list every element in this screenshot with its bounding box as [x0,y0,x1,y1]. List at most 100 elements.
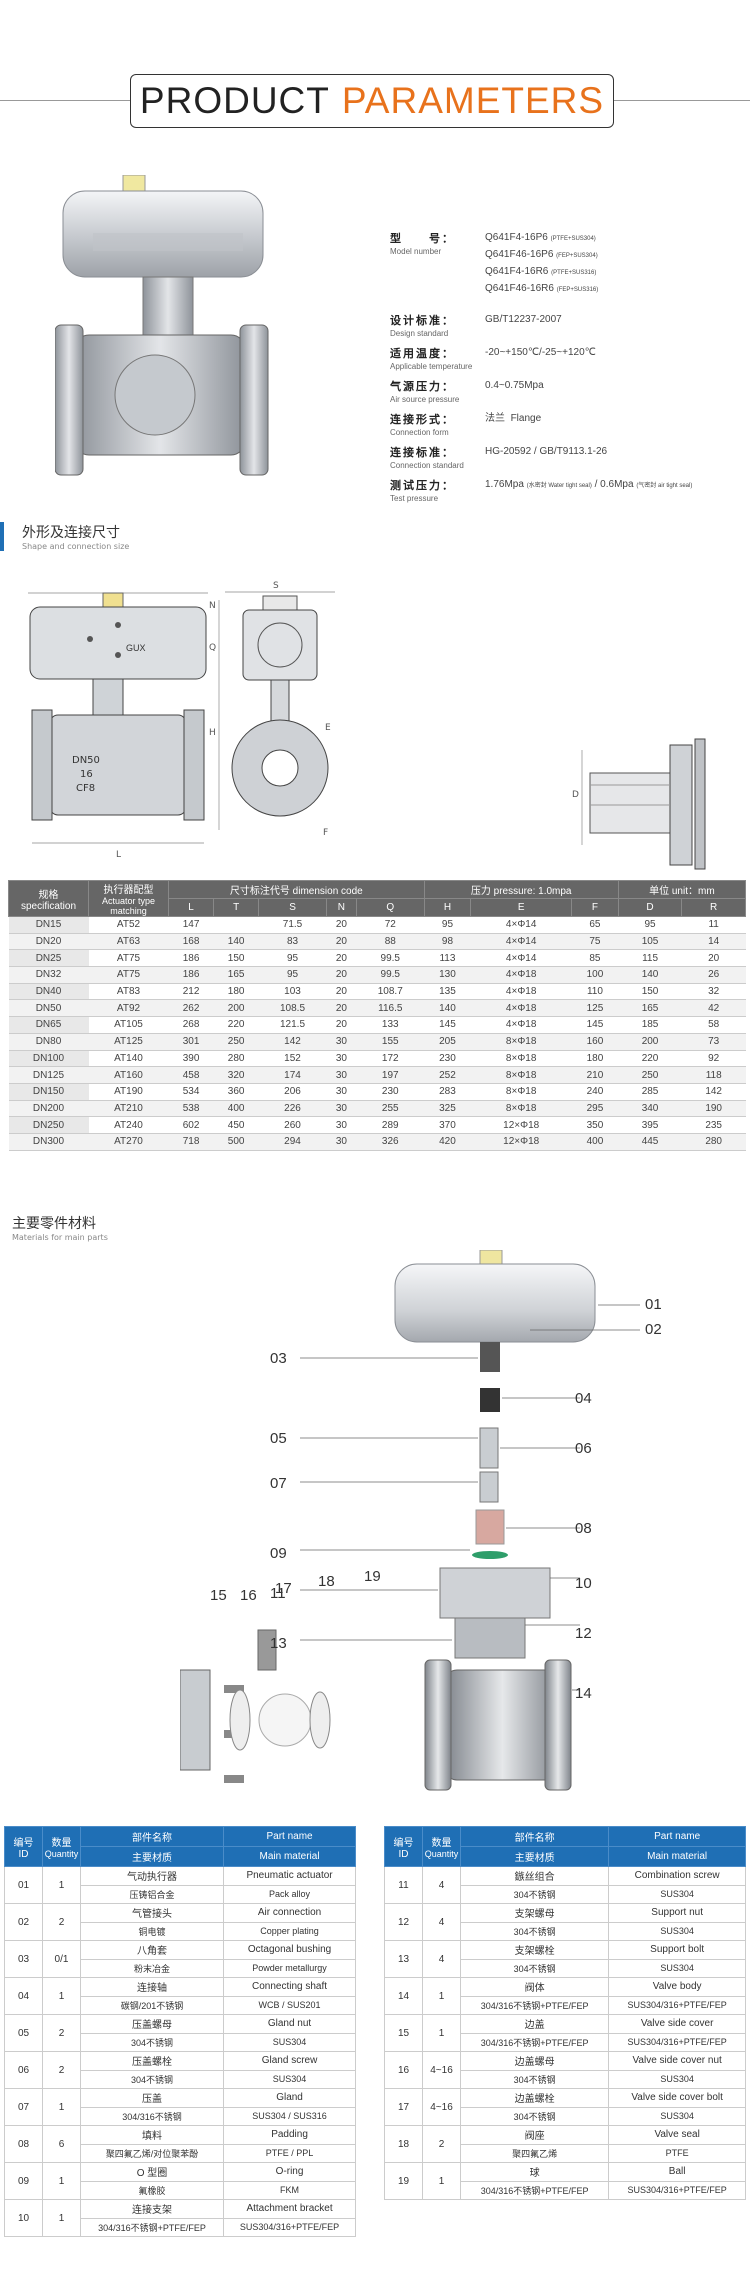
table-cell: 255 [356,1100,425,1118]
unit-header: 单位 unit：mm [617,880,747,899]
model-note-2: (FEP+SUS304) [556,253,598,259]
table-cell: 152 [258,1050,327,1068]
table-cell: 8×Φ18 [470,1100,572,1118]
table-cell: 390 [168,1050,214,1068]
table-cell: 301 [168,1033,214,1051]
part-mat_en: FKM [223,2180,356,2200]
table-cell: 95 [258,949,327,968]
table-cell: AT63 [88,933,169,951]
table-cell: 58 [681,1016,746,1034]
part-name_zh: 八角套 [79,1940,225,1960]
part-number-callout: 02 [645,1321,662,1338]
table-cell: 250 [618,1066,682,1084]
part-number-callout: 06 [575,1440,592,1457]
table-cell: AT75 [88,949,169,968]
col-f: F [571,898,619,917]
part-id: 09 [4,2162,43,2200]
table-cell: AT190 [88,1083,169,1101]
table-cell: 135 [424,983,471,1001]
part-mat_zh: 304不锈钢 [79,2032,225,2052]
param-value: HG-20592 / GB/T9113.1-26 [485,446,608,457]
table-cell: 325 [424,1100,471,1118]
table-cell: 400 [571,1133,619,1151]
table-cell: 206 [258,1083,327,1101]
table-cell: 140 [618,966,682,984]
table-cell: 4×Φ14 [470,933,572,951]
table-cell: 320 [213,1066,259,1084]
table-cell: 115 [618,949,682,968]
table-cell: AT105 [88,1016,169,1034]
part-mat_zh: 304不锈钢 [459,1884,610,1904]
table-cell: 20 [326,966,357,984]
section-parts-heading: 主要零件材料 Materials for main parts [12,1213,108,1242]
table-cell: 88 [356,933,425,951]
table-cell: 4×Φ18 [470,983,572,1001]
part-id: 19 [384,2162,423,2200]
dim-label-d: D [572,790,579,800]
part-qty: 1 [422,2162,461,2200]
section-parts-title: 主要零件材料 [12,1216,96,1232]
part-mat_en: PTFE / PPL [223,2143,356,2163]
part-id: 04 [4,1977,43,2015]
parts-mat-en-header: Main material [608,1846,746,1867]
part-mat_zh: 304/316不锈钢 [79,2106,225,2126]
table-cell: 370 [424,1116,471,1134]
table-cell: 140 [424,999,471,1018]
table-cell: 11 [681,916,746,934]
table-cell: 226 [258,1100,327,1118]
part-mat_zh: 铜电镀 [79,1921,225,1941]
table-cell: 268 [168,1016,214,1034]
table-cell: 260 [258,1116,327,1134]
part-mat_en: SUS304 [608,1958,746,1978]
front-view-drawing: GUX DN50 16 CF8 L [28,592,208,860]
test-pressure-water: 1.76Mpa [485,479,524,490]
part-name_en: Valve seal [608,2125,746,2145]
part-mat_en: SUS304 [608,2106,746,2126]
part-name_zh: 阀体 [459,1977,610,1997]
table-cell: 534 [168,1083,214,1101]
table-cell: 8×Φ18 [470,1066,572,1084]
bracket-view-drawing: D [572,738,706,870]
col-q: Q [355,898,425,917]
part-number-callout: 07 [270,1475,287,1492]
col-n: N [325,898,357,917]
part-name_zh: O 型圈 [79,2162,225,2182]
parts-name-en-header: Part name [608,1826,746,1847]
col-spec-en: specification [20,900,77,912]
table-cell: 32 [681,983,746,1001]
table-cell: 108.7 [356,983,425,1001]
part-number-callout: 15 [210,1587,227,1604]
nameplate-text: GUX [126,643,146,653]
table-cell: 186 [168,949,214,968]
part-name_en: Ball [608,2162,746,2182]
param-model-label: 型 号： [390,233,455,245]
table-cell: 20 [326,983,357,1001]
param-value: 0.4~0.75Mpa [485,380,544,391]
col-spec-zh: 规格 [38,889,59,901]
part-id: 12 [384,1903,423,1941]
table-cell: 95 [424,916,471,934]
test-pressure-air: 0.6Mpa [600,479,634,490]
part-name_en: Octagonal bushing [223,1940,356,1960]
parts-id-zh: 编号 [393,1837,414,1849]
model-line-3: Q641F4-16R6 [485,266,549,277]
table-cell: 4×Φ18 [470,966,572,984]
dim-label-h: H [209,728,216,738]
part-number-callout: 05 [270,1430,287,1447]
table-cell: 150 [213,949,259,968]
part-id: 18 [384,2125,423,2163]
model-line-2: Q641F46-16P6 [485,249,554,260]
table-cell: 26 [681,966,746,984]
part-name_en: Pneumatic actuator [223,1866,356,1886]
table-cell: DN150 [8,1083,89,1101]
